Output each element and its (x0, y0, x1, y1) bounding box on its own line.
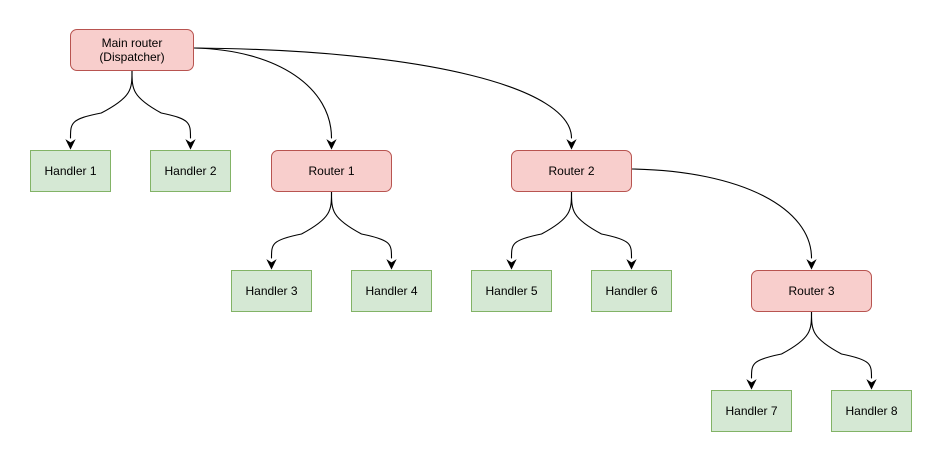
arrowhead-router-3-to-handler-8 (866, 379, 877, 390)
node-handler-1[interactable]: Handler 1 (30, 150, 111, 192)
node-handler-2[interactable]: Handler 2 (150, 150, 231, 192)
edge-router-2-to-handler-5 (510, 191, 573, 259)
arrowhead-router-3-to-handler-7 (746, 379, 757, 390)
edge-router-3-to-handler-8 (810, 311, 873, 379)
node-handler-7[interactable]: Handler 7 (711, 390, 792, 432)
node-label: Router 1 (308, 164, 355, 178)
node-label: Handler 7 (725, 404, 778, 418)
node-handler-6[interactable]: Handler 6 (591, 270, 672, 312)
node-label: Handler 1 (44, 164, 97, 178)
node-label: Handler 3 (245, 284, 298, 298)
node-label: Handler 2 (164, 164, 217, 178)
edge-main-router-to-handler-2 (131, 70, 192, 139)
node-handler-5[interactable]: Handler 5 (471, 270, 552, 312)
node-label: Router 2 (548, 164, 595, 178)
node-label: Handler 5 (485, 284, 538, 298)
node-router-1[interactable]: Router 1 (271, 150, 392, 192)
node-label: Main router (Dispatcher) (99, 36, 165, 64)
node-router-2[interactable]: Router 2 (511, 150, 632, 192)
arrowhead-main-router-to-router-2 (566, 139, 577, 150)
edge-main-router-to-handler-1 (69, 70, 133, 139)
node-label: Router 3 (788, 284, 835, 298)
arrowhead-main-router-to-handler-1 (65, 139, 76, 150)
node-label: Handler 6 (605, 284, 658, 298)
node-label: Handler 8 (845, 404, 898, 418)
arrowhead-router-1-to-handler-3 (266, 259, 277, 270)
node-main-router[interactable]: Main router (Dispatcher) (70, 29, 194, 71)
arrowhead-router-1-to-handler-4 (386, 259, 397, 270)
edge-router-2-to-handler-6 (570, 191, 633, 259)
node-handler-3[interactable]: Handler 3 (231, 270, 312, 312)
arrowhead-main-router-to-router-1 (326, 139, 337, 150)
arrowhead-router-2-to-handler-6 (626, 259, 637, 270)
node-handler-4[interactable]: Handler 4 (351, 270, 432, 312)
edge-router-1-to-handler-3 (270, 191, 333, 259)
edge-router-2-to-router-3 (631, 168, 813, 259)
edge-router-1-to-handler-4 (330, 191, 393, 259)
edge-router-3-to-handler-7 (750, 311, 813, 379)
arrowhead-router-2-to-router-3 (806, 259, 817, 270)
edge-main-router-to-router-2 (193, 47, 573, 139)
edge-main-router-to-router-1 (193, 47, 333, 139)
node-router-3[interactable]: Router 3 (751, 270, 872, 312)
arrowhead-router-2-to-handler-5 (506, 259, 517, 270)
node-label: Handler 4 (365, 284, 418, 298)
arrowhead-main-router-to-handler-2 (185, 139, 196, 150)
node-handler-8[interactable]: Handler 8 (831, 390, 912, 432)
